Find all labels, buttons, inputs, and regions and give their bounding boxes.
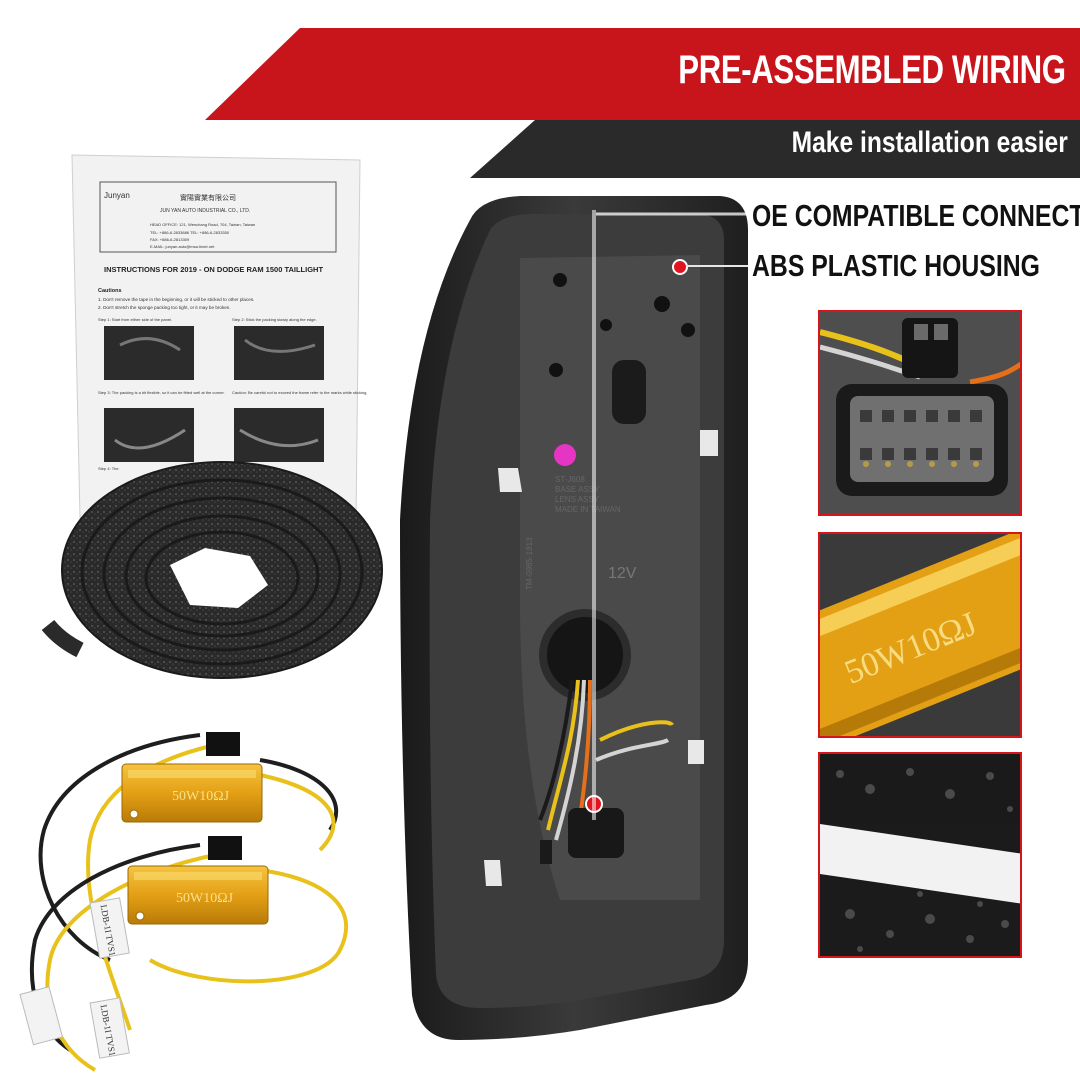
panel-foam-art bbox=[820, 754, 1020, 956]
load-resistors: 50W10ΩJ 50W10ΩJ LDB-1I TVS1 LDB-1I TVS1 bbox=[19, 732, 348, 1072]
sheet-fax: FAX: +886-6-2813309 bbox=[150, 237, 190, 242]
sheet-company-cn: 實陽實業有限公司 bbox=[180, 193, 236, 202]
taillight-housing: 12V ST-J608 BASE ASSY LENS ASSY MADE IN … bbox=[400, 196, 748, 1040]
resistor-1-connector bbox=[206, 732, 240, 756]
taillight-text-1: ST-J608 bbox=[555, 475, 585, 484]
callout-lines bbox=[592, 210, 748, 820]
panel-resistor-art: 50W10ΩJ bbox=[820, 534, 1020, 736]
header-banner: PRE-ASSEMBLED WIRING bbox=[0, 0, 1080, 178]
sheet-caution-2: 2. Don't stretch the sponge packing too … bbox=[98, 305, 231, 310]
taillight-marking: TM-0985-1913 bbox=[525, 537, 534, 590]
sheet-caution-1: 1. Don't remove the tape in the beginnin… bbox=[98, 297, 254, 302]
marker-pink bbox=[554, 444, 576, 466]
foam-gasket-roll bbox=[41, 461, 383, 679]
header-banner-shape bbox=[205, 28, 1080, 178]
sheet-step-1: Step 1: Start from either side of the pa… bbox=[98, 317, 172, 322]
sheet-cautions-heading: Cautions bbox=[98, 288, 122, 294]
feature-label-housing: ABS PLASTIC HOUSING bbox=[752, 248, 1040, 283]
sheet-title: INSTRUCTIONS FOR 2019 - ON DODGE RAM 150… bbox=[104, 265, 323, 274]
instruction-sheet: Junyan 實陽實業有限公司 JUN YAN AUTO INDUSTRIAL … bbox=[71, 154, 367, 523]
sheet-step-4: Step 4: The bbox=[98, 466, 119, 471]
taillight-text-3: LENS ASSY bbox=[555, 495, 600, 504]
sheet-company: JUN YAN AUTO INDUSTRIAL CO., LTD. bbox=[160, 208, 250, 214]
taillight-text-2: BASE ASSY bbox=[555, 485, 600, 494]
resistor-tag-1: LDB-1I TVS1 bbox=[89, 897, 130, 959]
resistor-2 bbox=[127, 865, 269, 925]
panel-connector-closeup bbox=[818, 310, 1022, 516]
panel-connector-art bbox=[820, 312, 1020, 514]
sheet-step-2: Step 2: Stick the packing slowly along t… bbox=[232, 317, 317, 322]
sheet-brand: Junyan bbox=[104, 191, 130, 200]
sheet-email: E-MAIL: junyan.auto@msa.hinet.net bbox=[150, 244, 215, 249]
taillight-voltage: 12V bbox=[608, 565, 637, 582]
sheet-contact: TEL: +886-6-2833886 TEL: +886-6-2833350 bbox=[150, 230, 230, 235]
resistor-tag-2: LDB-1I TVS1 bbox=[89, 997, 130, 1059]
marker-housing bbox=[672, 259, 688, 275]
panel-resistor-closeup: 50W10ΩJ bbox=[818, 532, 1022, 738]
resistor-2-connector bbox=[208, 836, 242, 860]
resistor-1 bbox=[121, 763, 263, 823]
resistor-2-marking: 50W10ΩJ bbox=[176, 891, 234, 906]
header-title: PRE-ASSEMBLED WIRING bbox=[678, 48, 1067, 92]
resistor-1-marking: 50W10ΩJ bbox=[172, 789, 230, 804]
panel-foam-closeup bbox=[818, 752, 1022, 958]
sheet-caution-3: Caution: Be careful not to exceed the fr… bbox=[232, 390, 367, 395]
header-subtitle: Make installation easier bbox=[791, 126, 1068, 159]
sheet-head-office: HEAD OFFICE: 121, Wenchang Road, 704, Ta… bbox=[150, 222, 255, 227]
feature-label-connector: OE COMPATIBLE CONNECTOR bbox=[752, 198, 1080, 233]
taillight-text-4: MADE IN TAIWAN bbox=[555, 505, 621, 514]
taillight-connector bbox=[568, 808, 624, 858]
sheet-step-3: Step 3: The packing is a bit flexible, s… bbox=[98, 390, 225, 395]
